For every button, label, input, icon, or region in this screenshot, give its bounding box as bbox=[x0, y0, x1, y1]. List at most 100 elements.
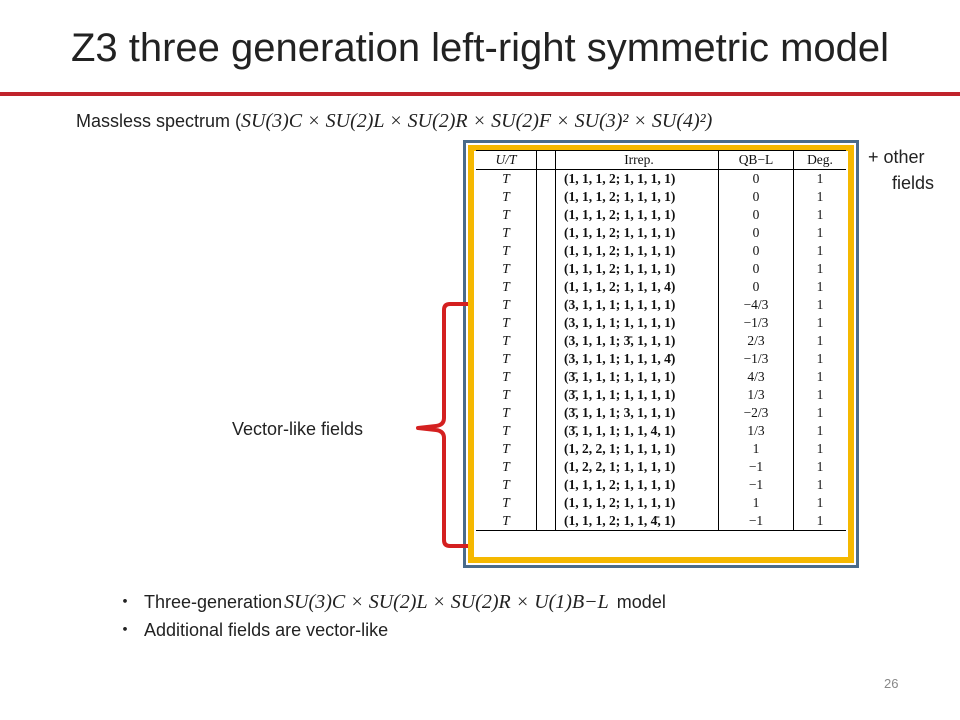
ut: T bbox=[502, 279, 510, 294]
charge-cell: −1/3 bbox=[718, 350, 794, 368]
vector-like-label: Vector-like fields bbox=[232, 419, 364, 439]
degeneracy-cell: 1 bbox=[816, 459, 824, 474]
ut: T bbox=[502, 207, 510, 222]
degeneracy-cell: 1 bbox=[816, 225, 824, 240]
bullet-item-2: ・ Additional fields are vector-like bbox=[116, 616, 666, 644]
degeneracy-cell: 1 bbox=[816, 351, 824, 366]
ut: T bbox=[502, 315, 510, 330]
degeneracy-cell: 1 bbox=[816, 243, 824, 258]
ut: T bbox=[502, 441, 510, 456]
ut: T bbox=[502, 477, 510, 492]
irrep-cell: (1, 1, 1, 2; 1, 1, 1, 1) bbox=[555, 169, 719, 188]
ut: T bbox=[502, 297, 510, 312]
irrep-cell: (1, 1, 1, 2; 1, 1, 4̄, 1) bbox=[555, 512, 719, 531]
ut: T bbox=[502, 495, 510, 510]
irrep-cell: (3̄, 1, 1, 1; 1, 1, 4, 1) bbox=[555, 422, 719, 440]
charge-cell: 2/3 bbox=[718, 332, 794, 350]
row-separator bbox=[536, 188, 556, 206]
irrep-cell: (3̄, 1, 1, 1; 1, 1, 1, 1) bbox=[555, 386, 719, 404]
charge-cell: 0 bbox=[718, 278, 794, 296]
bullet-1-text-after: model bbox=[616, 592, 666, 612]
title-divider bbox=[0, 92, 960, 96]
ut: T bbox=[502, 369, 510, 384]
charge-cell: 1 bbox=[718, 494, 794, 512]
ut: T bbox=[502, 351, 510, 366]
row-separator bbox=[536, 242, 556, 260]
other-fields-line-1: + other bbox=[868, 147, 925, 167]
ut: T bbox=[502, 243, 510, 258]
irrep-cell: (1, 1, 1, 2; 1, 1, 1, 1) bbox=[555, 224, 719, 242]
degeneracy-cell: 1 bbox=[816, 189, 824, 204]
irrep-cell: (1, 1, 1, 2; 1, 1, 1, 1) bbox=[555, 188, 719, 206]
degeneracy-cell: 1 bbox=[793, 512, 846, 531]
table-row: T (1, 1, 1, 2; 1, 1, 1, 1)0 1 bbox=[476, 224, 846, 242]
irrep-cell: (1, 1, 1, 2; 1, 1, 1, 1) bbox=[555, 476, 719, 494]
degeneracy-cell: 1 bbox=[816, 423, 824, 438]
ut: T bbox=[502, 405, 510, 420]
irrep-cell: (3, 1, 1, 1; 1, 1, 1, 1) bbox=[555, 314, 719, 332]
bullet-2-text: Additional fields are vector-like bbox=[144, 620, 389, 640]
brace-icon bbox=[416, 302, 468, 548]
bullet-list: ・ Three-generation SU(3)C × SU(2)L × SU(… bbox=[116, 588, 666, 644]
charge-cell: 0 bbox=[718, 224, 794, 242]
charge-cell: 0 bbox=[718, 242, 794, 260]
irrep-cell: (1, 1, 1, 2; 1, 1, 1, 4) bbox=[555, 278, 719, 296]
row-separator bbox=[536, 494, 556, 512]
subtitle: Massless spectrum (SU(3)C × SU(2)L × SU(… bbox=[76, 110, 712, 133]
charge-cell: −1 bbox=[718, 512, 794, 531]
spectrum-table: U/T Irrep. QB−L Deg. T (1, 1, 1, 2; 1, 1,… bbox=[476, 150, 846, 531]
header-separator bbox=[536, 150, 556, 170]
ut: T bbox=[502, 459, 510, 474]
ut: T bbox=[502, 387, 510, 402]
ut: T bbox=[502, 333, 510, 348]
ut: T bbox=[502, 171, 510, 186]
charge-cell: −2/3 bbox=[718, 404, 794, 422]
charge-cell: −1 bbox=[718, 476, 794, 494]
charge-cell: 1/3 bbox=[718, 386, 794, 404]
ut: T bbox=[502, 423, 510, 438]
irrep-cell: (1, 2, 2, 1; 1, 1, 1, 1) bbox=[555, 440, 719, 458]
charge-cell: 4/3 bbox=[718, 368, 794, 386]
degeneracy-cell: 1 bbox=[816, 297, 824, 312]
degeneracy-cell: 1 bbox=[816, 441, 824, 456]
charge-cell: 0 bbox=[718, 169, 794, 188]
ut: T bbox=[476, 512, 537, 531]
row-separator bbox=[536, 422, 556, 440]
charge-cell: −1/3 bbox=[718, 314, 794, 332]
table-header-row: U/T Irrep. QB−L Deg. bbox=[476, 150, 846, 170]
ut: T bbox=[502, 225, 510, 240]
bullet-marker: ・ bbox=[116, 620, 134, 640]
slide-title: Z3 three generation left-right symmetric… bbox=[70, 26, 890, 70]
row-separator bbox=[536, 512, 556, 531]
header-charge: QB−L bbox=[718, 150, 794, 170]
row-separator bbox=[536, 368, 556, 386]
row-separator bbox=[536, 278, 556, 296]
degeneracy-cell: 1 bbox=[816, 333, 824, 348]
header-irrep: Irrep. bbox=[555, 150, 719, 170]
bullet-item-1: ・ Three-generation SU(3)C × SU(2)L × SU(… bbox=[116, 588, 666, 616]
row-separator bbox=[536, 169, 556, 188]
subtitle-label: Massless spectrum ( bbox=[76, 111, 242, 131]
irrep-cell: (3̄, 1, 1, 1; 3, 1, 1, 1) bbox=[555, 404, 719, 422]
charge-cell: 1 bbox=[718, 440, 794, 458]
irrep-cell: (3̄, 1, 1, 1; 1, 1, 1, 1) bbox=[555, 368, 719, 386]
charge-cell: 0 bbox=[718, 206, 794, 224]
charge-cell: −1 bbox=[718, 458, 794, 476]
row-separator bbox=[536, 224, 556, 242]
other-fields-line-2: fields bbox=[892, 173, 935, 193]
degeneracy-cell: 1 bbox=[816, 495, 824, 510]
charge-cell: 0 bbox=[718, 260, 794, 278]
